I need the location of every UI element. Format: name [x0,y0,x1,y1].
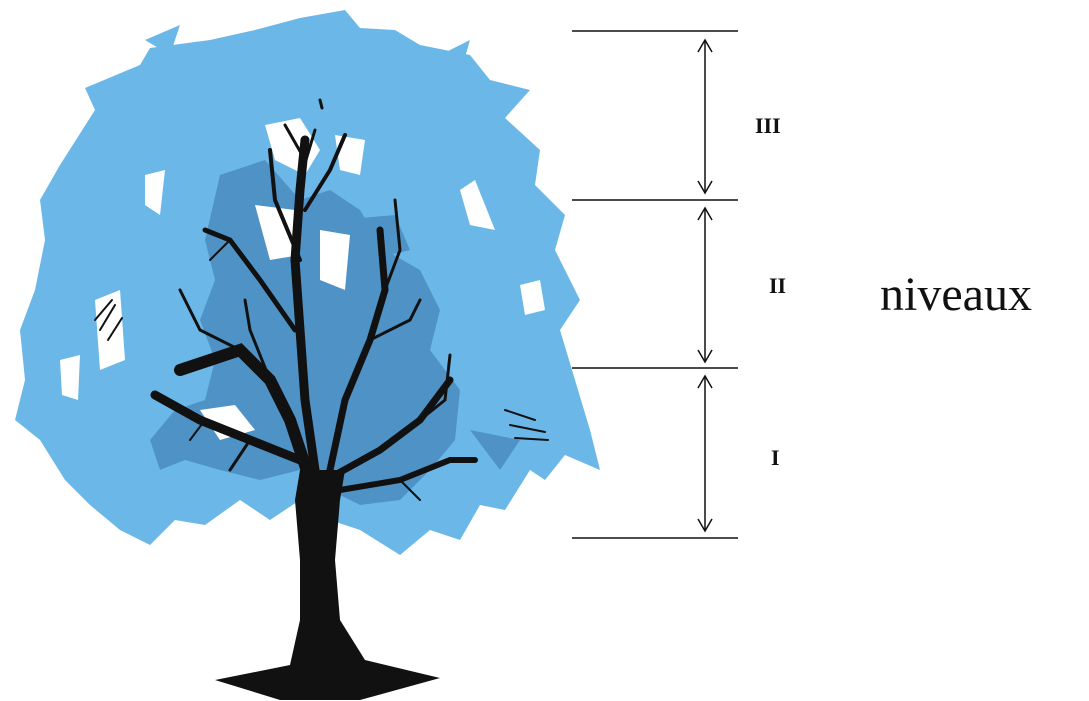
level-boundary-lines [572,30,738,539]
tree-illustration [15,10,600,700]
arrow-level-II [697,206,713,364]
arrow-level-I [697,374,713,533]
level-label-III: III [755,113,781,138]
arrow-level-III [697,38,713,195]
level-arrows [697,38,713,533]
level-label-II: II [769,273,786,298]
tree-trunk [94,98,549,700]
level-label-I: I [771,445,780,470]
levels-caption: niveaux [880,268,1032,321]
